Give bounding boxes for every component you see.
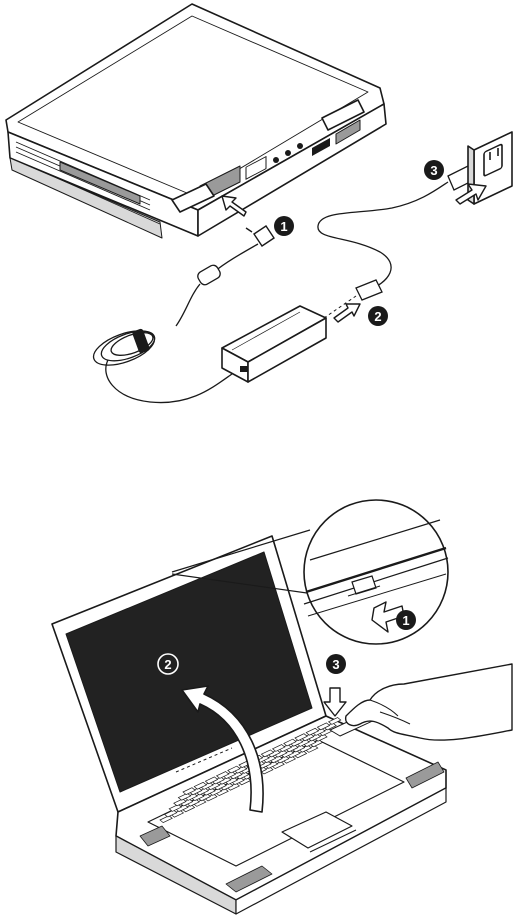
hand-icon xyxy=(346,664,512,740)
power-connection-panel: 1 2 3 xyxy=(6,4,512,403)
open-laptop-panel: 1 2 3 xyxy=(52,500,512,914)
step-marker-3: 3 xyxy=(326,654,346,674)
step-marker-label: 2 xyxy=(374,309,381,324)
step-marker-label: 1 xyxy=(280,219,287,234)
dc-cable xyxy=(89,244,258,403)
step-marker-1: 1 xyxy=(396,610,416,630)
step-marker-label: 1 xyxy=(402,613,409,628)
step-marker-3: 3 xyxy=(424,160,444,180)
step-marker-2: 2 xyxy=(368,306,388,326)
step-marker-label: 3 xyxy=(430,163,437,178)
step-marker-label: 3 xyxy=(332,657,339,672)
step-marker-label: 2 xyxy=(164,657,171,672)
adapter-arrow xyxy=(334,304,360,322)
power-cord-icon xyxy=(318,164,482,318)
dc-plug-icon xyxy=(246,226,274,246)
laptop-rear-icon xyxy=(6,4,386,238)
step-marker-1: 1 xyxy=(274,216,294,236)
press-power-arrow xyxy=(324,688,346,716)
ac-adapter-icon xyxy=(222,306,326,382)
